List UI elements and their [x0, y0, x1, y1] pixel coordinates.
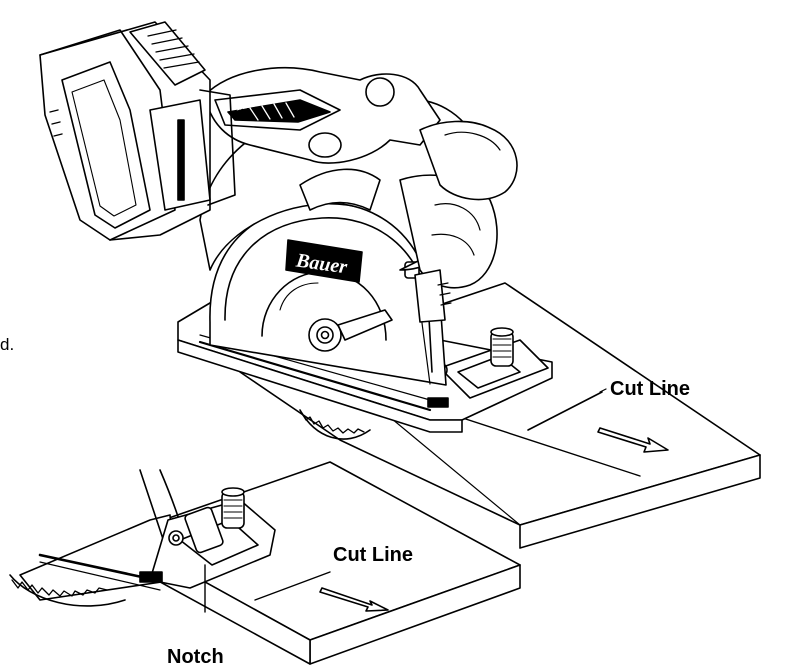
upper-battery [39, 21, 236, 241]
upper-handle [204, 67, 518, 201]
notch-label: Notch [167, 646, 224, 668]
margin-text-fragment: d. [0, 335, 15, 354]
upper-blade [299, 409, 371, 440]
lower-saw-base [9, 469, 276, 613]
cut-line-label-upper: Cut Line [610, 378, 690, 400]
cut-line-label-lower: Cut Line [333, 544, 413, 566]
